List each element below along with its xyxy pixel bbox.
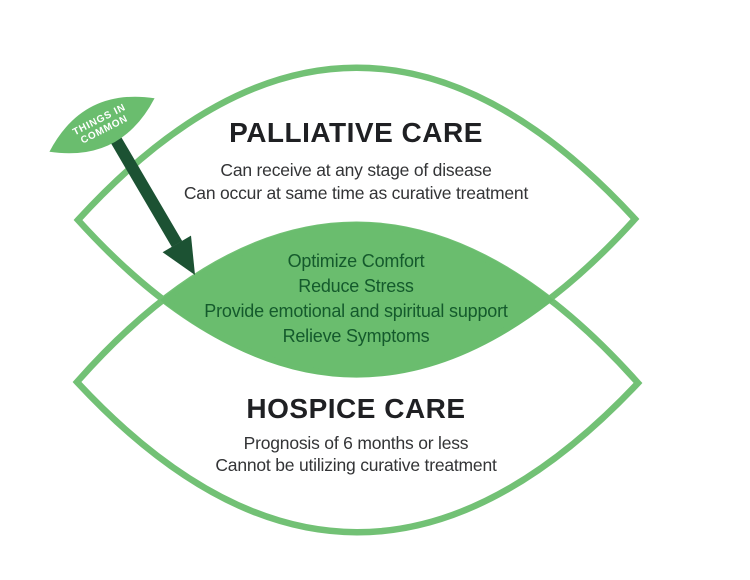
palliative-care-description: Can receive at any stage of disease Can …: [0, 159, 712, 205]
palliative-line-1: Can receive at any stage of disease: [220, 160, 492, 180]
palliative-care-title: PALLIATIVE CARE: [229, 117, 483, 148]
hospice-care-description: Prognosis of 6 months or less Cannot be …: [0, 432, 712, 476]
hospice-care-title: HOSPICE CARE: [246, 393, 466, 424]
things-in-common-list: Optimize Comfort Reduce Stress Provide e…: [0, 249, 712, 349]
hospice-line-2: Cannot be utilizing curative treatment: [215, 455, 497, 475]
palliative-line-2: Can occur at same time as curative treat…: [183, 183, 529, 203]
overlap-lens: [160, 222, 554, 378]
common-item-3: Provide emotional and spiritual support: [204, 301, 508, 321]
common-item-2: Reduce Stress: [298, 276, 414, 296]
hospice-line-1: Prognosis of 6 months or less: [243, 433, 469, 453]
things-in-common-arrow-icon: [110, 136, 195, 275]
things-in-common-leaf-icon: [49, 96, 155, 154]
common-item-1: Optimize Comfort: [287, 251, 425, 271]
common-item-4: Relieve Symptoms: [282, 326, 430, 346]
